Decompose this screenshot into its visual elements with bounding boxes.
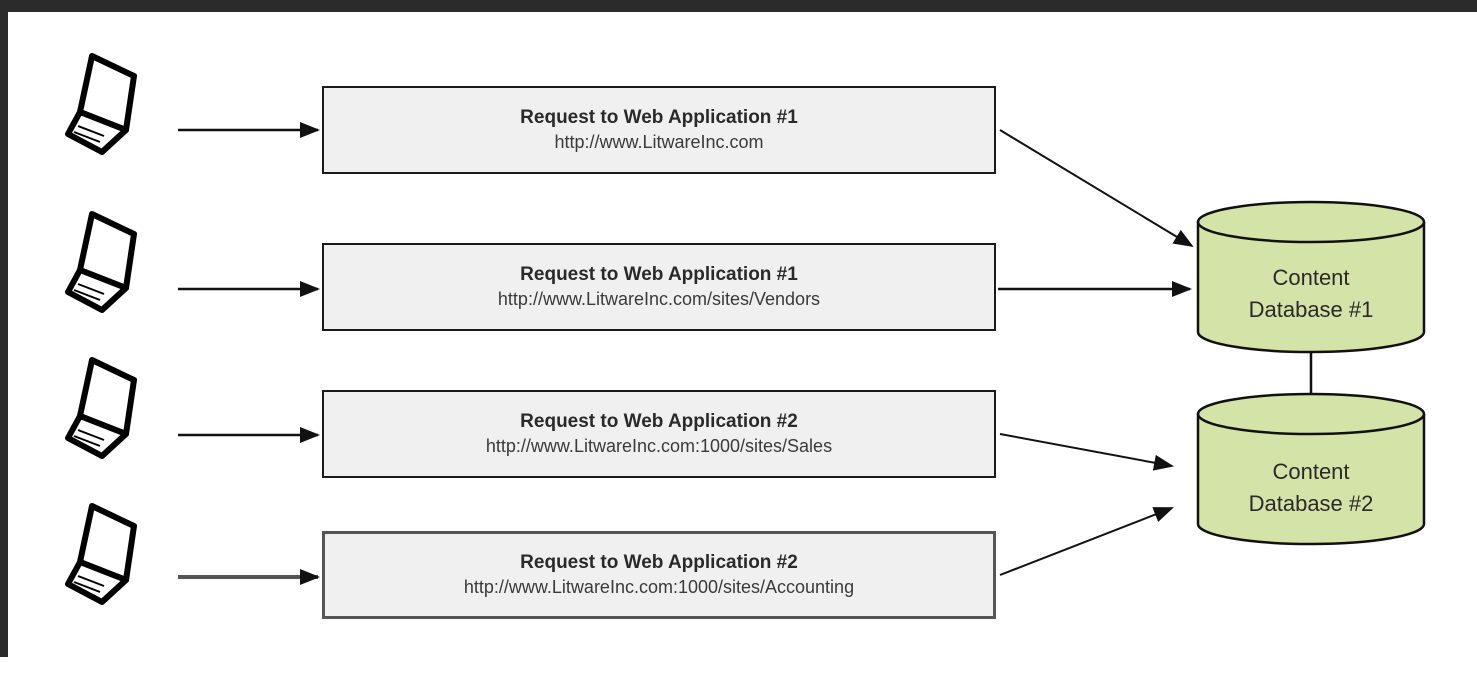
request-box: Request to Web Application #1 http://www… (322, 86, 996, 174)
request-url: http://www.LitwareInc.com:1000/sites/Acc… (463, 577, 855, 597)
request-title: Request to Web Application #1 (520, 264, 798, 285)
database-label-line1: Content (1272, 459, 1350, 484)
database-1-icon (1196, 200, 1426, 354)
request-url: http://www.LitwareInc.com/sites/Vendors (497, 289, 821, 309)
request-arrow (999, 433, 1174, 471)
request-url: http://www.LitwareInc.com:1000/sites/Sal… (485, 436, 833, 456)
database-label-line2: Database #1 (1248, 297, 1374, 322)
database-label-line1: Content (1272, 265, 1350, 290)
database-label: Content Database #2 (1197, 456, 1425, 520)
request-box: Request to Web Application #1 http://www… (322, 243, 996, 331)
database-label-line2: Database #2 (1248, 491, 1374, 516)
request-arrow (999, 507, 1174, 576)
database-2-icon (1196, 392, 1426, 546)
request-title: Request to Web Application #2 (520, 411, 798, 432)
request-title: Request to Web Application #2 (520, 552, 798, 573)
request-box: Request to Web Application #2 http://www… (322, 531, 996, 619)
request-url: http://www.LitwareInc.com (554, 132, 764, 152)
request-box: Request to Web Application #2 http://www… (322, 390, 996, 478)
database-label: Content Database #1 (1197, 262, 1425, 326)
request-title: Request to Web Application #1 (520, 107, 798, 128)
request-arrow (999, 129, 1194, 248)
